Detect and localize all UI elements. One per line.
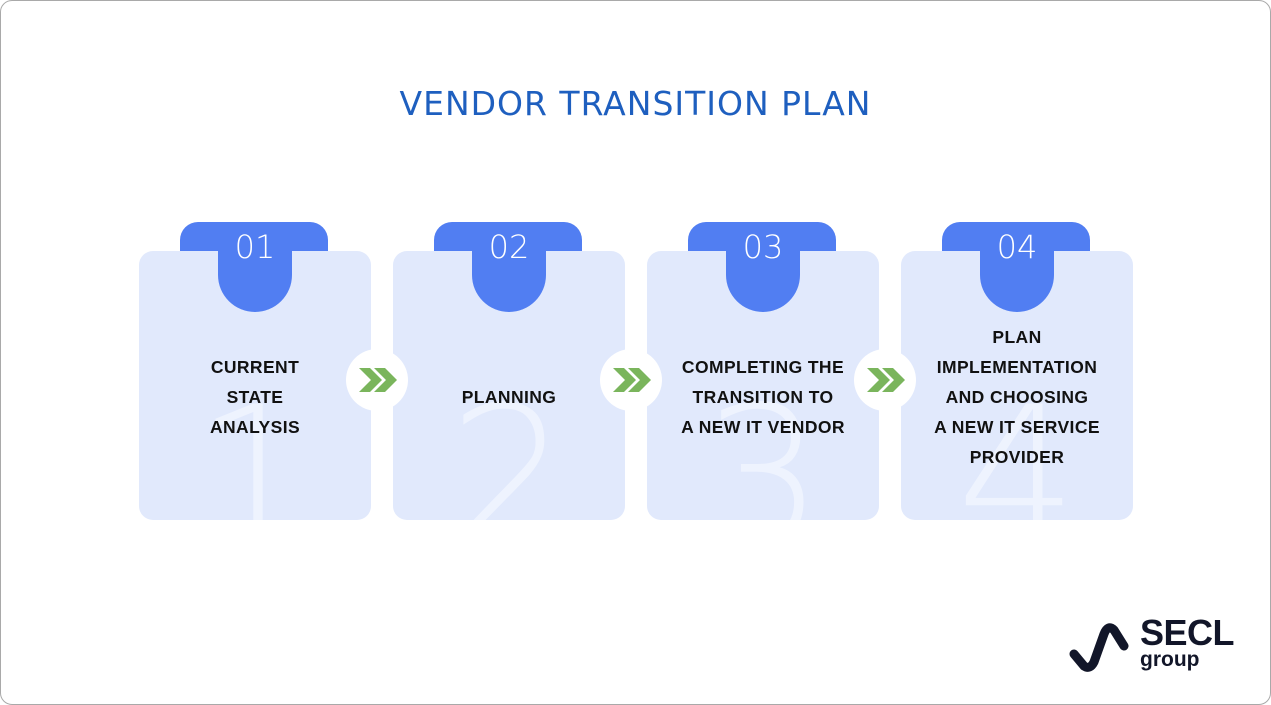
logo-text-secl: SECL	[1140, 612, 1235, 653]
step-label: CURRENT STATE ANALYSIS	[139, 352, 371, 442]
secl-group-logo: SECL group	[1068, 612, 1258, 676]
step-label: PLAN IMPLEMENTATION AND CHOOSING A NEW I…	[901, 322, 1133, 472]
step-card: 2 PLANNING	[393, 251, 625, 520]
label-line: COMPLETING THE	[681, 357, 845, 377]
step-watermark-number: 4	[956, 366, 1078, 521]
label-line: A NEW IT SERVICE	[934, 417, 1100, 437]
double-chevron-right-icon	[854, 349, 916, 411]
label-line: AND CHOOSING	[945, 387, 1089, 407]
label-line: STATE	[226, 387, 284, 407]
label-line: PLAN	[992, 327, 1042, 347]
label-line: TRANSITION TO	[692, 387, 834, 407]
step-3: 3 COMPLETING THE TRANSITION TO A NEW IT …	[647, 222, 879, 520]
page-title: VENDOR TRANSITION PLAN	[399, 84, 872, 123]
step-number: 04	[996, 228, 1038, 266]
step-watermark-number: 2	[448, 366, 570, 521]
label-line: A NEW IT VENDOR	[681, 417, 845, 437]
step-number-badge	[980, 251, 1054, 312]
step-card: 4 PLAN IMPLEMENTATION AND CHOOSING A NEW…	[901, 251, 1133, 520]
step-number: 01	[234, 228, 276, 266]
step-number-badge	[472, 251, 546, 312]
step-watermark-number: 1	[194, 366, 316, 521]
step-card: 3 COMPLETING THE TRANSITION TO A NEW IT …	[647, 251, 879, 520]
step-1: 1 CURRENT STATE ANALYSIS 01	[139, 222, 371, 520]
logo-text-group: group	[1140, 648, 1200, 671]
logo-wave-icon	[1069, 623, 1129, 672]
label-line: IMPLEMENTATION	[936, 357, 1098, 377]
step-label: PLANNING	[393, 382, 625, 412]
step-watermark-number: 3	[702, 366, 824, 521]
label-line: CURRENT	[210, 357, 300, 377]
double-chevron-right-icon	[600, 349, 662, 411]
step-number-badge	[726, 251, 800, 312]
step-2: 2 PLANNING 02	[393, 222, 625, 520]
step-4: 4 PLAN IMPLEMENTATION AND CHOOSING A NEW…	[901, 222, 1133, 520]
step-number: 03	[742, 228, 784, 266]
step-label: COMPLETING THE TRANSITION TO A NEW IT VE…	[647, 352, 879, 442]
step-number-badge	[218, 251, 292, 312]
step-card: 1 CURRENT STATE ANALYSIS	[139, 251, 371, 520]
double-chevron-right-icon	[346, 349, 408, 411]
label-line: PLANNING	[461, 387, 557, 407]
label-line: ANALYSIS	[209, 417, 301, 437]
label-line: PROVIDER	[969, 447, 1065, 467]
step-number: 02	[488, 228, 530, 266]
